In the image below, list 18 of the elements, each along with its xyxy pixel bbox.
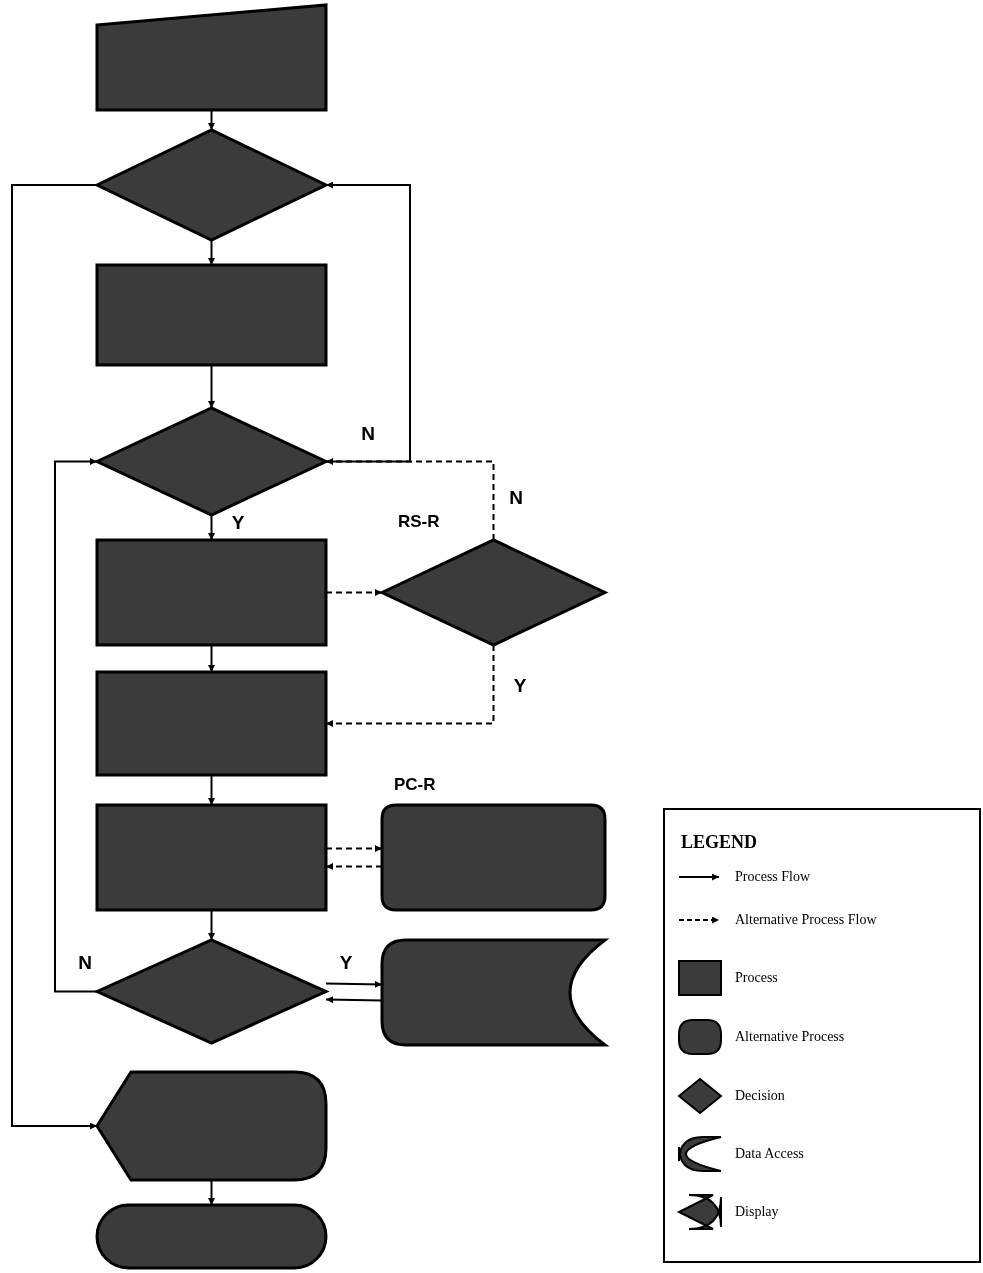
legend-text: Display <box>735 1205 779 1219</box>
legend-text: Decision <box>735 1089 785 1103</box>
dashed-arrow <box>325 458 495 541</box>
legend-text: Data Access <box>735 1147 804 1161</box>
legend-text: Alternative Process <box>735 1030 845 1044</box>
node-caption: PC-R <box>394 775 436 795</box>
arrow <box>325 980 383 988</box>
legend-title: LEGEND <box>681 832 758 853</box>
arrow <box>208 514 215 541</box>
legend-text: Process Flow <box>735 870 811 884</box>
arrow <box>325 181 411 463</box>
arrow <box>208 239 215 266</box>
arrow <box>54 458 98 993</box>
arrow <box>11 184 98 1130</box>
legend-text: Alternative Process Flow <box>735 913 877 927</box>
legend-text: Process <box>735 971 778 985</box>
arrow <box>325 996 383 1004</box>
node-caption: RS-R <box>398 512 440 532</box>
